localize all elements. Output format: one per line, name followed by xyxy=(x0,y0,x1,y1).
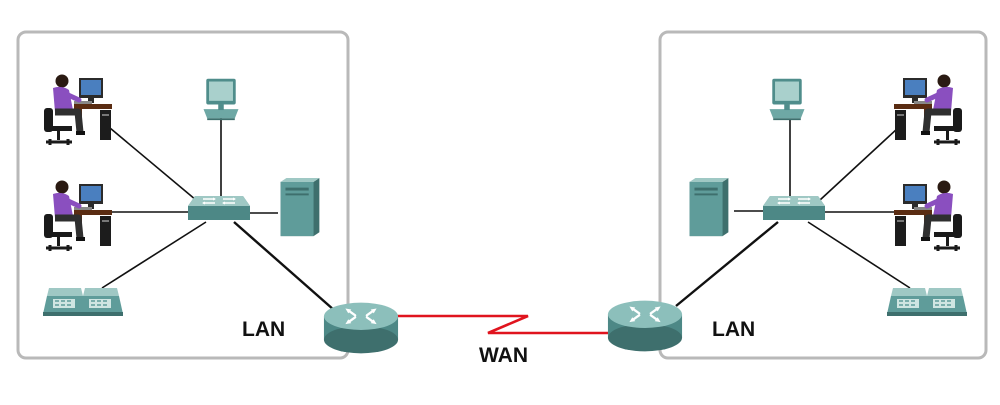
lan-left-label: LAN xyxy=(242,318,285,341)
wan-label: WAN xyxy=(479,344,528,367)
server-icon xyxy=(689,177,729,237)
lan-left-links xyxy=(101,118,278,289)
server-icon xyxy=(280,177,320,237)
lan-right-label: LAN xyxy=(712,318,755,341)
router-icon xyxy=(606,299,684,353)
switch-icon xyxy=(187,195,251,221)
desktop-computer-icon xyxy=(203,78,239,121)
router-icon xyxy=(322,301,400,355)
lan-right-links xyxy=(734,120,911,289)
switch-router-link-left xyxy=(233,221,335,311)
desktop-computer-icon xyxy=(769,78,805,121)
switch-router-link-right xyxy=(675,221,779,307)
wan-link xyxy=(396,314,614,335)
switch-icon xyxy=(762,195,826,221)
